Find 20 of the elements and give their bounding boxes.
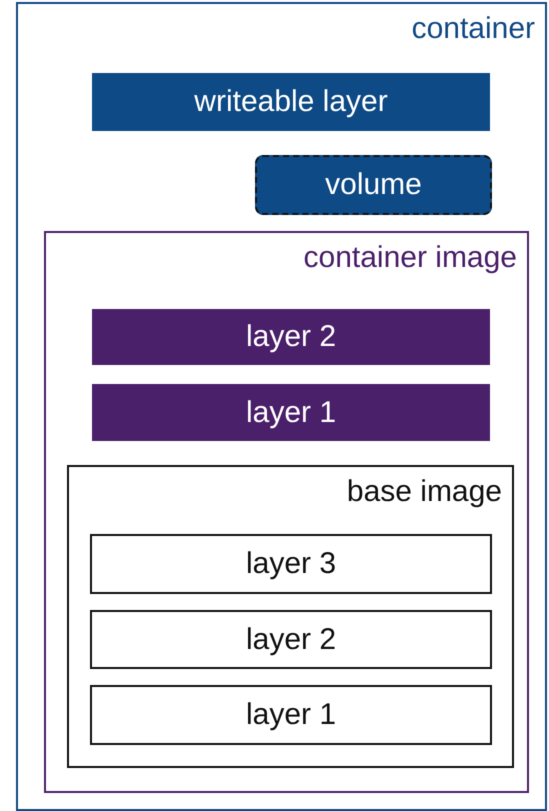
layer-box	[90, 685, 492, 745]
layer-bar	[92, 384, 490, 441]
node-label: base image	[346, 477, 502, 507]
image-frame	[44, 231, 529, 793]
node-label: layer 1	[246, 700, 336, 730]
image-frame	[67, 465, 514, 768]
layer-bar	[92, 309, 490, 365]
container-frame	[16, 2, 547, 811]
volume-box	[255, 155, 492, 215]
node-label: layer 2	[246, 624, 336, 654]
node-label: volume	[325, 170, 422, 200]
node-label: container image	[304, 243, 517, 273]
node-label: layer 3	[246, 549, 336, 579]
node-label: layer 2	[246, 322, 336, 352]
node-label: container	[412, 14, 535, 44]
layer-bar	[92, 73, 490, 131]
node-label: layer 1	[246, 398, 336, 428]
layer-box	[90, 610, 492, 669]
layer-box	[90, 534, 492, 594]
node-label: writeable layer	[194, 87, 388, 117]
